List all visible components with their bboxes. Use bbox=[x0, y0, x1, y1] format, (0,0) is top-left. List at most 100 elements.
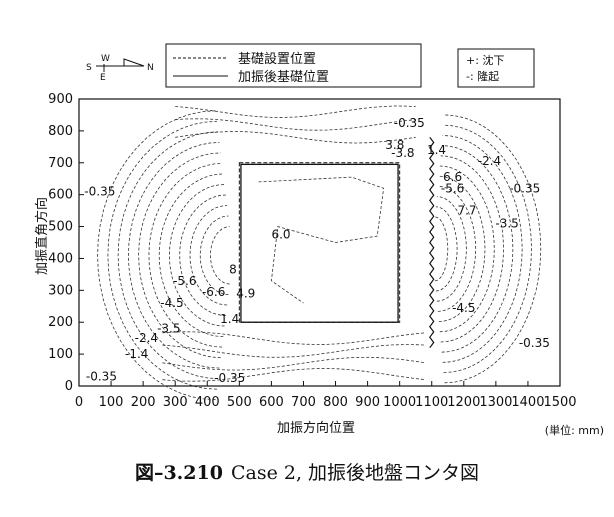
contour-line bbox=[175, 131, 416, 144]
contour-label: -3.5 bbox=[495, 216, 518, 230]
x-tick-label: 400 bbox=[195, 395, 220, 410]
x-tick-label: 0 bbox=[75, 395, 83, 410]
contour-line bbox=[175, 105, 416, 118]
y-tick-label: 200 bbox=[48, 315, 73, 330]
contour-line bbox=[440, 155, 505, 343]
sign-legend-plus: +: 沈下 bbox=[466, 53, 504, 67]
contour-line bbox=[162, 356, 426, 371]
y-tick-label: 800 bbox=[48, 124, 73, 139]
legend-solid-label: 加振後基礎位置 bbox=[238, 70, 329, 85]
sign-legend-minus: -: 隆起 bbox=[466, 69, 499, 83]
y-axis-title: 加振直角方向 bbox=[34, 197, 50, 275]
contour-line bbox=[438, 175, 486, 322]
x-tick-label: 500 bbox=[227, 395, 252, 410]
contour-line bbox=[97, 110, 216, 401]
x-tick-label: 1000 bbox=[383, 395, 416, 410]
x-tick-label: 1100 bbox=[415, 395, 448, 410]
contour-label: -2.4 bbox=[135, 331, 158, 345]
contour-line bbox=[436, 196, 467, 302]
y-tick-label: 400 bbox=[48, 251, 73, 266]
contour-label: -0.35 bbox=[519, 336, 550, 350]
y-tick-label: 500 bbox=[48, 220, 73, 235]
contour-line bbox=[435, 206, 458, 292]
contour-label: -5.6 bbox=[441, 181, 464, 195]
y-tick-label: 900 bbox=[48, 92, 73, 107]
dense-contour-band bbox=[429, 136, 435, 349]
contour-label: 7.7 bbox=[457, 204, 476, 218]
contour-label: -3.8 bbox=[391, 146, 414, 160]
line-legend: 基礎設置位置 加振後基礎位置 bbox=[165, 43, 422, 88]
contour-label: -6.6 bbox=[202, 285, 225, 299]
contour-line bbox=[443, 124, 532, 373]
compass-w-label: W bbox=[101, 54, 110, 64]
contour-label: 3.8 bbox=[385, 138, 404, 152]
contour-label: -0.35 bbox=[509, 181, 540, 195]
x-tick-label: 1500 bbox=[543, 395, 576, 410]
x-axis-title: 加振方向位置 bbox=[277, 420, 355, 436]
x-tick-label: 300 bbox=[163, 395, 188, 410]
contour-label: -0.35 bbox=[394, 116, 425, 130]
contour-lines bbox=[97, 105, 542, 401]
contour-line bbox=[162, 368, 426, 382]
after-foundation-outline bbox=[240, 163, 399, 323]
compass-s-label: S bbox=[86, 63, 92, 73]
contour-label: 1.4 bbox=[427, 143, 446, 157]
contour-line bbox=[175, 118, 416, 131]
contour-label: -4.5 bbox=[452, 301, 475, 315]
contour-label: -5.6 bbox=[173, 274, 196, 288]
x-tick-label: 1400 bbox=[511, 395, 544, 410]
contour-line bbox=[442, 135, 523, 363]
compass-e-label: E bbox=[100, 73, 106, 83]
legend-dashed-label: 基礎設置位置 bbox=[238, 51, 316, 67]
x-tick-label: 1300 bbox=[479, 395, 512, 410]
x-tick-label: 800 bbox=[323, 395, 348, 410]
contour-label: -1.4 bbox=[125, 347, 148, 361]
contour-line bbox=[107, 120, 217, 390]
contour-label: 1.4 bbox=[220, 312, 239, 326]
plot-frame bbox=[78, 98, 561, 387]
x-tick-label: 900 bbox=[355, 395, 380, 410]
compass-arrow-icon bbox=[123, 58, 145, 67]
x-tick-label: 100 bbox=[99, 395, 124, 410]
contour-line bbox=[210, 226, 230, 285]
contour-line bbox=[148, 163, 223, 348]
contour-line bbox=[441, 145, 514, 353]
contour-line bbox=[189, 205, 228, 306]
y-tick-label: 700 bbox=[48, 156, 73, 171]
figure-number: 図–3.210 bbox=[134, 462, 223, 484]
x-tick-label: 200 bbox=[131, 395, 156, 410]
contour-line bbox=[127, 142, 220, 369]
contour-label: -4.5 bbox=[160, 296, 183, 310]
compass-n-label: N bbox=[147, 63, 154, 73]
contour-label: 6.6 bbox=[443, 170, 462, 184]
contour-label: 4.9 bbox=[236, 287, 255, 301]
contour-line bbox=[158, 173, 224, 337]
contour-line bbox=[117, 131, 219, 380]
contour-line bbox=[434, 216, 449, 282]
x-tick-label: 700 bbox=[291, 395, 316, 410]
contour-line bbox=[258, 176, 385, 304]
figure-caption-text: Case 2, 加振後地盤コンタ図 bbox=[230, 462, 480, 484]
contour-line bbox=[199, 215, 229, 295]
y-tick-label: 300 bbox=[48, 283, 73, 298]
y-tick-label: 100 bbox=[48, 347, 73, 362]
contour-label: 8 bbox=[229, 263, 237, 277]
sign-legend-frame bbox=[457, 48, 535, 88]
line-legend-frame bbox=[165, 43, 422, 88]
contour-label: -0.35 bbox=[86, 369, 117, 383]
y-tick-label: 0 bbox=[65, 379, 73, 394]
contour-line bbox=[138, 152, 221, 358]
sign-legend: +: 沈下 -: 隆起 bbox=[457, 48, 535, 88]
contour-line bbox=[162, 344, 426, 358]
figure-caption: 図–3.210 Case 2, 加振後地盤コンタ図 bbox=[0, 458, 614, 485]
x-tick-label: 600 bbox=[259, 395, 284, 410]
initial-foundation-outline bbox=[238, 162, 401, 323]
contour-label: -3.5 bbox=[157, 322, 180, 336]
contour-label: -0.35 bbox=[84, 184, 115, 198]
x-tick-label: 1200 bbox=[447, 395, 480, 410]
